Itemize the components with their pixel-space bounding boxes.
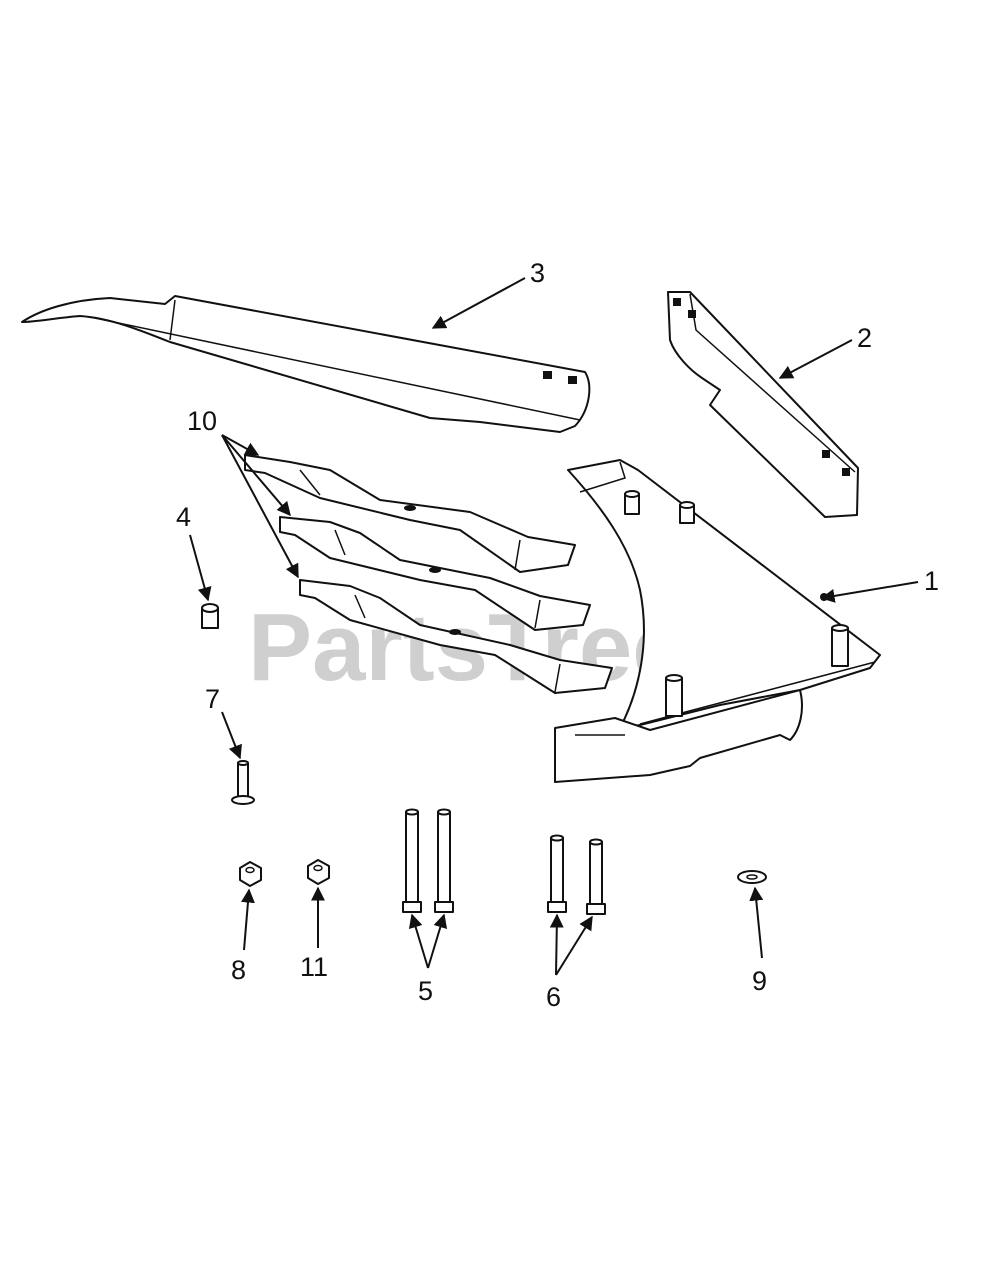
callout-2: 2 xyxy=(857,323,872,353)
callout-10: 10 xyxy=(187,406,217,436)
leader-lines xyxy=(189,277,919,976)
leader-5b xyxy=(427,913,448,969)
part-5-bolt xyxy=(434,808,454,913)
leader-1 xyxy=(820,581,919,603)
part-7-bolt xyxy=(231,760,255,805)
callout-11: 11 xyxy=(300,952,328,982)
leader-2 xyxy=(778,339,853,379)
leader-4 xyxy=(189,534,212,602)
part-10-blade xyxy=(279,516,591,631)
callout-5: 5 xyxy=(418,976,433,1006)
part-6-bolt xyxy=(547,834,567,913)
leader-6b xyxy=(555,915,593,976)
part-10-blade xyxy=(299,579,613,694)
deck-spindle xyxy=(624,490,640,515)
part-2-plate xyxy=(667,291,859,518)
leader-5a xyxy=(408,913,429,969)
leader-10b xyxy=(221,434,291,517)
leader-3 xyxy=(431,277,526,329)
deck-spindle xyxy=(665,674,683,717)
callout-9: 9 xyxy=(752,966,767,996)
part-10-blade xyxy=(244,454,576,573)
part-5-bolt xyxy=(402,808,422,913)
leader-10c xyxy=(221,434,299,579)
callout-7: 7 xyxy=(205,684,220,714)
leader-10a xyxy=(221,434,260,456)
callout-3: 3 xyxy=(530,258,545,288)
part-11-nut xyxy=(307,859,330,885)
part-8-nut xyxy=(239,861,262,887)
leader-8 xyxy=(240,888,255,951)
leader-6a xyxy=(549,913,564,976)
callout-8: 8 xyxy=(231,955,246,985)
part-4-spacer xyxy=(201,603,219,629)
part-3-deflector xyxy=(21,295,591,433)
leader-9 xyxy=(749,886,764,959)
callout-6: 6 xyxy=(546,982,561,1012)
part-9-washer xyxy=(737,870,767,884)
part-1-deck xyxy=(554,459,881,783)
deck-spindle xyxy=(679,501,695,524)
deck-spindle xyxy=(831,624,849,667)
callout-1: 1 xyxy=(924,566,939,596)
leader-7 xyxy=(221,711,242,760)
callout-4: 4 xyxy=(176,502,191,532)
part-6-bolt xyxy=(586,838,606,915)
